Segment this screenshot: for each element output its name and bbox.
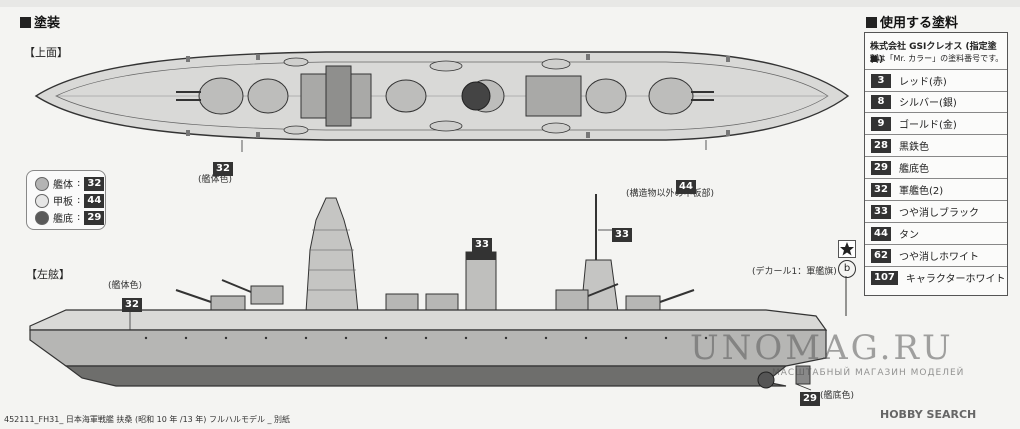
paints-panel: 株式会社 GSIクレオス (指定塗料) ■は「Mr. カラー」の塗料番号です。 … — [864, 32, 1008, 296]
paint-row: 28 黒鉄色 — [865, 135, 1007, 157]
watermark: UNOMAG.RU — [690, 328, 954, 368]
side-hull-code: 32 — [122, 298, 142, 312]
top-hull-callout-text: (艦体色) — [198, 175, 233, 185]
paint-code: 44 — [871, 226, 891, 241]
ship-side-view — [29, 194, 847, 391]
star-icon — [838, 240, 856, 258]
paint-code: 29 — [871, 160, 891, 175]
paint-row: 3 レッド(赤) — [865, 69, 1007, 92]
paint-code: 33 — [871, 204, 891, 219]
deck-swatch — [35, 193, 49, 208]
decal-callout-text: (デカール1：軍艦旗) — [752, 267, 837, 277]
top-deck-code: 44 — [676, 180, 696, 194]
paint-name: 軍艦色(2) — [899, 186, 944, 197]
paint-row: 33 つや消しブラック — [865, 201, 1007, 223]
side-view-label: 【左舷】 — [26, 268, 70, 281]
footer-caption: 452111_FH31_ 日本海軍戦艦 扶桑 (昭和 10 年 /13 年) フ… — [4, 415, 291, 424]
section-title-paints: 使用する塗料 — [866, 12, 958, 31]
legend-name: 艦体 — [53, 180, 73, 191]
paint-code: 8 — [871, 94, 891, 109]
legend-row: 甲板 : 44 — [35, 193, 105, 208]
legend-row: 艦体 : 32 — [35, 176, 105, 191]
paint-code: 62 — [871, 248, 891, 263]
paint-row: 32 軍艦色(2) — [865, 179, 1007, 201]
square-bullet-icon — [20, 17, 31, 28]
section-title-painting: 塗装 — [20, 12, 60, 31]
top-deck-callout-text: (構造物以外の甲板部) — [626, 189, 715, 199]
bottom-swatch — [35, 210, 49, 225]
paint-maker: 株式会社 GSIクレオス (指定塗料) — [870, 42, 997, 65]
paint-name: つや消しホワイト — [899, 252, 979, 263]
bottom-code: 29 — [800, 392, 820, 406]
top-deck-callout: 44 — [676, 174, 696, 194]
paint-name: タン — [899, 230, 919, 241]
paint-name: キャラクターホワイト — [905, 274, 1006, 285]
paint-row: 29 艦底色 — [865, 157, 1007, 179]
hull-swatch — [35, 176, 49, 191]
paint-name: 艦底色 — [899, 164, 929, 175]
paint-code: 3 — [871, 73, 891, 88]
top-hull-code: 32 — [213, 162, 233, 176]
paint-row: 9 ゴールド(金) — [865, 113, 1007, 135]
bottom-callout-text: (艦底色) — [820, 391, 855, 401]
paint-name: 黒鉄色 — [899, 142, 929, 153]
paint-code: 9 — [871, 116, 891, 131]
section-title-painting-text: 塗装 — [34, 16, 61, 31]
mast-code: 33 — [612, 228, 632, 242]
mast-callout: 33 — [612, 222, 632, 242]
funnel-code: 33 — [472, 238, 492, 252]
funnel-callout: 33 — [472, 232, 492, 252]
paint-row: 44 タン — [865, 223, 1007, 245]
legend-name: 甲板 — [53, 197, 73, 208]
color-legend: 艦体 : 32 甲板 : 44 艦底 : 29 — [26, 170, 106, 230]
paint-name: シルバー(銀) — [899, 98, 957, 109]
paint-code: 32 — [871, 182, 891, 197]
watermark-subtitle: МАСШТАБНЫЙ МАГАЗИН МОДЕЛЕЙ — [772, 368, 965, 378]
paint-name: つや消しブラック — [899, 208, 979, 219]
paint-name: レッド(赤) — [899, 77, 947, 88]
legend-code: 44 — [84, 193, 105, 208]
paint-row: 62 つや消しホワイト — [865, 245, 1007, 267]
paint-row: 107 キャラクターホワイト — [865, 267, 1007, 288]
side-hull-callout: 32 — [122, 292, 142, 312]
legend-name: 艦底 — [53, 214, 73, 225]
paint-row: 8 シルバー(銀) — [865, 91, 1007, 113]
legend-code: 32 — [84, 176, 105, 191]
paint-code: 107 — [871, 270, 898, 285]
top-strip — [0, 0, 1020, 7]
paint-note: ■は「Mr. カラー」の塗料番号です。 — [870, 54, 1004, 63]
section-title-paints-text: 使用する塗料 — [880, 16, 959, 31]
paint-name: ゴールド(金) — [899, 120, 957, 131]
top-hull-callout: 32 — [208, 156, 238, 176]
brand-logo: HOBBY SEARCH — [880, 408, 977, 421]
legend-row: 艦底 : 29 — [35, 210, 105, 225]
paint-code: 28 — [871, 138, 891, 153]
decal-marker: b — [838, 260, 856, 278]
ship-top-view — [34, 51, 850, 152]
side-hull-callout-text: (艦体色) — [108, 281, 143, 291]
square-bullet-icon — [866, 17, 877, 28]
top-view-label: 【上面】 — [24, 46, 68, 59]
legend-code: 29 — [84, 210, 105, 225]
bottom-callout: 29 — [800, 386, 820, 406]
